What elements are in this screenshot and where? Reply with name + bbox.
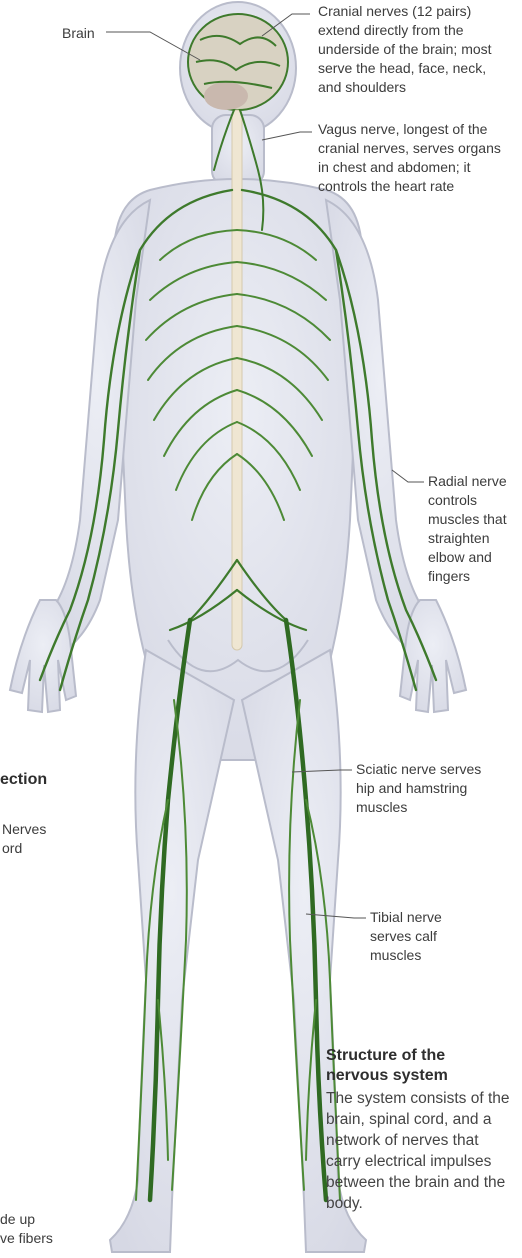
brain-label: Brain xyxy=(62,24,95,43)
cropped-bottom-text: de up ve fibers xyxy=(0,1210,53,1248)
tibial-nerve-label: Tibial nerve serves calf muscles xyxy=(370,908,490,965)
vagus-nerve-label: Vagus nerve, longest of the cranial nerv… xyxy=(318,120,522,196)
left-leg-shape xyxy=(110,650,234,1252)
cranial-nerves-label: Cranial nerves (12 pairs) extend directl… xyxy=(318,2,518,97)
sciatic-nerve-label: Sciatic nerve serves hip and hamstring m… xyxy=(356,760,516,817)
spinal-cord xyxy=(232,110,242,650)
cropped-nerves-text: Nerves ord xyxy=(2,820,46,858)
structure-body-text: The system consists of the brain, spinal… xyxy=(326,1088,516,1214)
cropped-section-heading: ection xyxy=(0,770,47,790)
radial-nerve-label: Radial nerve controls muscles that strai… xyxy=(428,472,520,586)
structure-heading-line1: Structure of the xyxy=(326,1046,445,1066)
structure-heading-line2: nervous system xyxy=(326,1066,448,1086)
leader-vagus xyxy=(262,132,312,140)
leader-radial xyxy=(392,470,424,482)
